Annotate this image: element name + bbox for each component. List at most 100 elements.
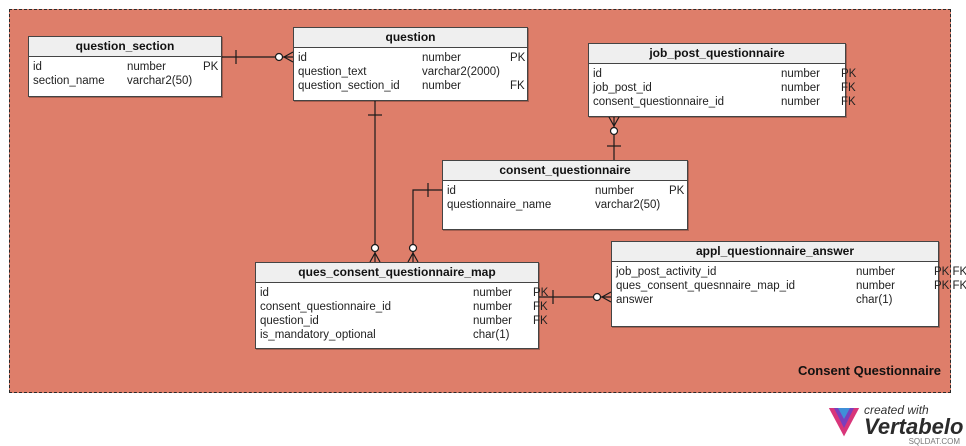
- watermark-text: SQLDAT.COM: [908, 437, 960, 446]
- area-title: Consent Questionnaire: [797, 363, 941, 378]
- column-key: [510, 65, 523, 79]
- column-row[interactable]: id number PK: [33, 60, 219, 74]
- column-key: FK: [533, 301, 548, 313]
- column-name: job_post_id: [593, 82, 652, 94]
- column-name: id: [260, 287, 269, 299]
- column-row[interactable]: questionnaire_name varchar2(50): [447, 198, 683, 212]
- table-name: appl_questionnaire_answer: [612, 242, 938, 262]
- column-name: consent_questionnaire_id: [593, 96, 725, 108]
- column-key: PK: [841, 68, 857, 80]
- column-row[interactable]: id number PK: [593, 67, 856, 81]
- column-type: number: [473, 301, 512, 313]
- column-type: varchar2(2000): [422, 66, 500, 78]
- column-type: number: [781, 96, 820, 108]
- column-row[interactable]: id number PK: [447, 184, 685, 198]
- column-name: is_mandatory_optional: [260, 329, 376, 341]
- relationship-question-to-ques-consent-questionnaire-map[interactable]: [368, 101, 382, 263]
- column-list: id number PK section_name varchar2(50): [29, 57, 221, 91]
- column-name: id: [593, 68, 602, 80]
- many-marker: [613, 116, 620, 127]
- column-name: consent_questionnaire_id: [260, 301, 392, 313]
- column-row[interactable]: question_text varchar2(2000): [298, 65, 523, 79]
- column-row[interactable]: job_post_activity_id number PK FK: [616, 265, 966, 279]
- column-type: number: [781, 68, 820, 80]
- column-type: number: [595, 185, 634, 197]
- zero-marker: [274, 52, 284, 62]
- column-row[interactable]: id number PK: [298, 51, 526, 65]
- column-name: question_section_id: [298, 80, 400, 92]
- column-name: question_id: [260, 315, 319, 327]
- column-name: id: [33, 61, 42, 73]
- column-type: number: [422, 80, 461, 92]
- column-type: number: [856, 266, 895, 278]
- column-row[interactable]: section_name varchar2(50): [33, 74, 217, 88]
- column-type: number: [422, 52, 461, 64]
- column-row[interactable]: id number PK: [260, 286, 548, 300]
- logo-wordmark: Vertabelo: [864, 414, 964, 439]
- column-row[interactable]: consent_questionnaire_id number FK: [260, 300, 548, 314]
- column-name: id: [298, 52, 307, 64]
- relationship-consent-questionnaire-to-ques-consent-questionnaire-map[interactable]: [407, 183, 442, 263]
- column-name: job_post_activity_id: [616, 266, 717, 278]
- column-key: FK: [510, 80, 525, 92]
- column-name: questionnaire_name: [447, 199, 552, 211]
- table-name: ques_consent_questionnaire_map: [256, 263, 538, 283]
- column-name: section_name: [33, 75, 105, 87]
- column-key: PK: [669, 185, 685, 197]
- column-type: number: [473, 287, 512, 299]
- table-name: question: [294, 28, 527, 48]
- zero-marker: [408, 243, 418, 253]
- zero-marker: [609, 126, 619, 136]
- column-key: PK FK: [934, 280, 966, 292]
- column-type: varchar2(50): [127, 75, 193, 87]
- column-key: PK: [510, 52, 526, 64]
- column-type: number: [856, 280, 895, 292]
- column-row[interactable]: question_section_id number FK: [298, 79, 525, 93]
- column-row[interactable]: answer char(1): [616, 293, 934, 307]
- vertabelo-logo-icon: [827, 407, 861, 439]
- column-type: number: [127, 61, 166, 73]
- column-row[interactable]: question_id number FK: [260, 314, 548, 328]
- zero-marker: [370, 243, 380, 253]
- column-key: [203, 74, 217, 88]
- column-name: question_text: [298, 66, 367, 78]
- logo-caption: created with: [864, 403, 929, 417]
- column-key: FK: [841, 82, 856, 94]
- table-name: question_section: [29, 37, 221, 57]
- column-key: FK: [533, 315, 548, 327]
- column-name: id: [447, 185, 456, 197]
- relationship-ques-consent-questionnaire-map-to-appl-questionnaire-answer[interactable]: [539, 290, 612, 304]
- many-marker: [601, 296, 612, 303]
- column-key: PK: [203, 61, 219, 73]
- column-name: answer: [616, 294, 654, 306]
- column-type: char(1): [473, 329, 510, 341]
- column-key: [533, 328, 534, 342]
- column-type: varchar2(50): [595, 199, 661, 211]
- many-marker: [283, 56, 294, 63]
- column-type: char(1): [856, 294, 893, 306]
- relationship-consent-questionnaire-to-job-post-questionnaire[interactable]: [607, 116, 621, 160]
- vertabelo-logo: created with Vertabelo SQLDAT.COM: [826, 402, 966, 446]
- table-name: job_post_questionnaire: [589, 44, 845, 64]
- column-key: FK: [841, 96, 856, 108]
- column-type: number: [473, 315, 512, 327]
- column-row[interactable]: consent_questionnaire_id number FK: [593, 95, 856, 109]
- table-name: consent_questionnaire: [443, 161, 687, 181]
- column-row[interactable]: is_mandatory_optional char(1): [260, 328, 534, 342]
- relationship-question-section-to-question[interactable]: [222, 50, 294, 64]
- zero-marker: [592, 292, 602, 302]
- column-key: PK FK: [934, 266, 966, 278]
- column-key: PK: [533, 287, 549, 299]
- table-question[interactable]: question id number PK question_text varchar2(…: [293, 27, 528, 101]
